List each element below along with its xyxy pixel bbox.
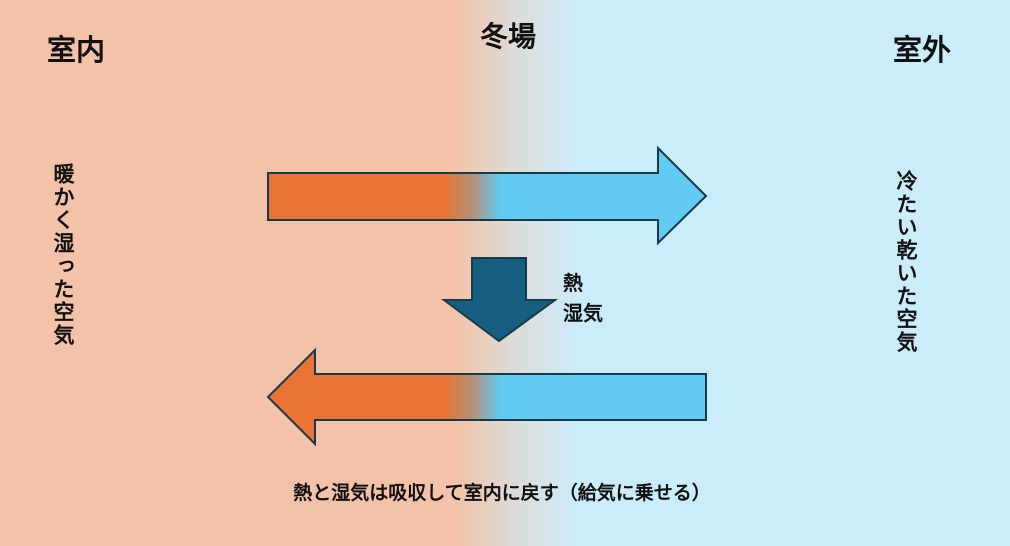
transfer-label-heat: 熱 [563,271,583,295]
caption: 熱と湿気は吸収して室内に戻す（給気に乗せる） [293,481,710,504]
indoor-air-label: 暖かく湿った空気 [51,163,75,347]
indoor-label: 室内 [47,33,105,67]
transfer-label-moisture: 湿気 [563,301,603,325]
outdoor-label: 室外 [893,33,951,67]
exhaust-arrow-right [267,145,708,246]
title: 冬場 [480,20,536,53]
outdoor-air-label: 冷たい乾いた空気 [894,170,918,354]
heat-transfer-arrow-down [440,257,559,343]
supply-arrow-left [266,347,707,447]
